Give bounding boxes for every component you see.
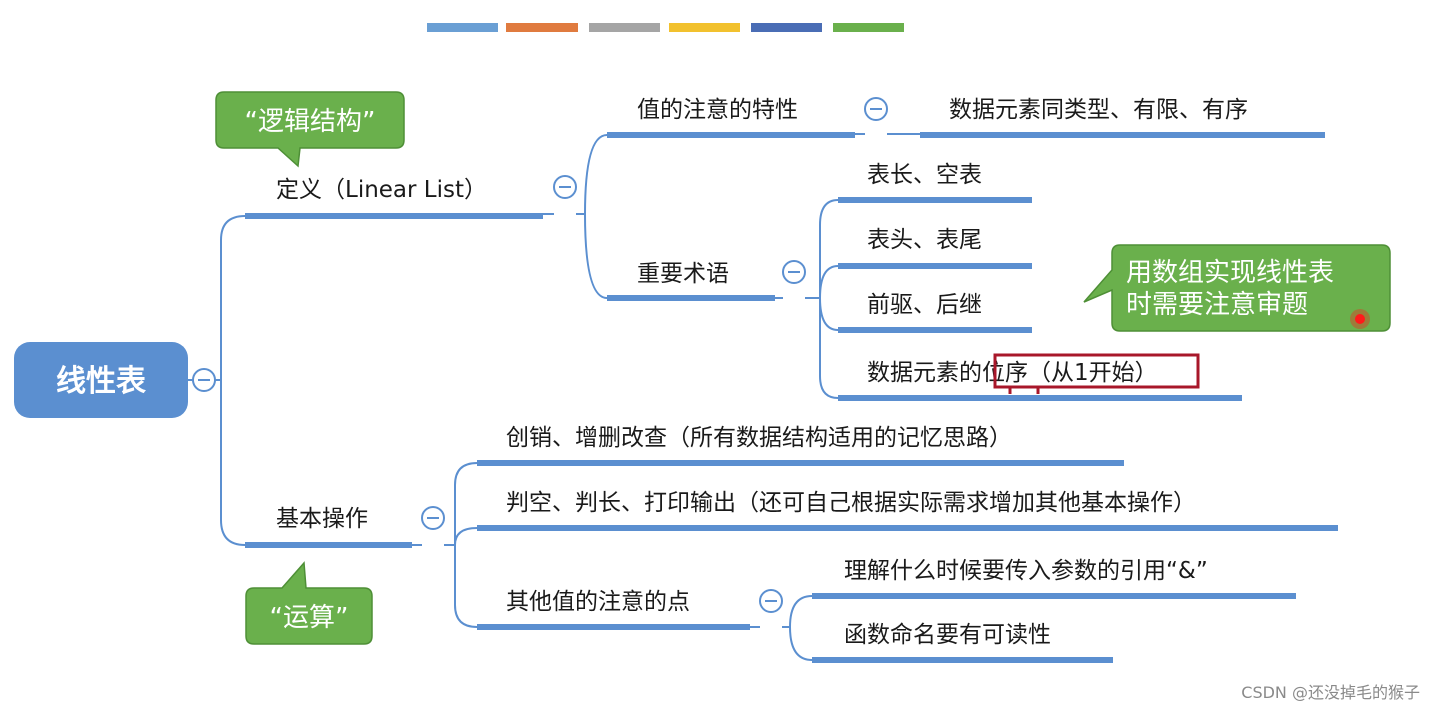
laser-pointer-dot <box>1350 309 1370 329</box>
node-note-ref[interactable]: 理解什么时候要传入参数的引用“&” <box>812 558 1296 599</box>
collapse-notes-button[interactable] <box>759 589 783 613</box>
node-term-length-label: 表长、空表 <box>867 162 982 188</box>
node-op-crud[interactable]: 创销、增删改查（所有数据结构适用的记忆思路） <box>477 425 1124 466</box>
node-note-naming[interactable]: 函数命名要有可读性 <box>812 622 1113 663</box>
node-properties[interactable]: 值的注意的特性 <box>607 97 855 138</box>
collapse-operations-button[interactable] <box>421 506 445 530</box>
node-term-pred[interactable]: 前驱、后继 <box>838 292 1032 333</box>
node-term-pred-label: 前驱、后继 <box>867 292 982 318</box>
node-op-misc-label: 判空、判长、打印输出（还可自己根据实际需求增加其他基本操作） <box>506 490 1196 516</box>
callout-operation[interactable]: “运算” <box>245 561 373 645</box>
node-term-length[interactable]: 表长、空表 <box>838 162 1032 203</box>
watermark-text: CSDN @还没掉毛的猴子 <box>1241 683 1420 702</box>
collapse-properties-button[interactable] <box>864 97 888 121</box>
palette-swatch-yellow[interactable] <box>669 23 740 32</box>
annotation-highlight-box <box>993 353 1200 389</box>
node-properties-label: 值的注意的特性 <box>637 97 798 123</box>
callout-logic-bubble <box>215 91 405 168</box>
callout-logic-label: “逻辑结构” <box>245 107 376 137</box>
annotation-ink-mark <box>1008 388 1040 394</box>
node-definition-label: 定义（Linear List） <box>276 177 487 203</box>
callout-operation-bubble <box>245 561 373 645</box>
palette-swatch-green[interactable] <box>833 23 904 32</box>
node-properties-detail-label: 数据元素同类型、有限、有序 <box>949 97 1248 123</box>
node-properties-detail[interactable]: 数据元素同类型、有限、有序 <box>920 97 1325 138</box>
node-operations-label: 基本操作 <box>276 506 368 532</box>
node-definition[interactable]: 定义（Linear List） <box>245 177 543 219</box>
collapse-definition-button[interactable] <box>553 175 577 199</box>
root-node-label: 线性表 <box>56 364 146 399</box>
node-term-order-highlight: 位序（从1开始） <box>982 360 1158 386</box>
node-term-order[interactable]: 数据元素的位序（从1开始） <box>838 353 1242 401</box>
node-op-notes-label: 其他值的注意的点 <box>506 589 690 615</box>
node-terms-label: 重要术语 <box>637 261 729 287</box>
laser-pointer-core <box>1355 314 1365 324</box>
node-note-ref-label: 理解什么时候要传入参数的引用“&” <box>844 558 1208 584</box>
node-operations[interactable]: 基本操作 <box>245 506 412 548</box>
node-terms[interactable]: 重要术语 <box>607 261 775 301</box>
collapse-root-button[interactable] <box>192 368 216 392</box>
palette-swatch-orange[interactable] <box>506 23 578 32</box>
root-node-box <box>14 342 188 418</box>
callout-array-note[interactable]: 用数组实现线性表 时需要注意审题 <box>1083 244 1391 332</box>
callout-logic[interactable]: “逻辑结构” <box>215 91 405 168</box>
palette-swatch-gray[interactable] <box>589 23 660 32</box>
connector-operations <box>412 462 478 628</box>
node-op-misc[interactable]: 判空、判长、打印输出（还可自己根据实际需求增加其他基本操作） <box>477 490 1338 531</box>
palette-swatch-blue[interactable] <box>427 23 498 32</box>
connector-definition <box>543 134 608 299</box>
callout-array-note-text: 用数组实现线性表 时需要注意审题 <box>1126 258 1342 320</box>
callout-array-note-line2: 时需要注意审题 <box>1126 290 1308 320</box>
callout-array-note-line1: 用数组实现线性表 <box>1126 258 1334 288</box>
node-term-order-label: 数据元素的位序（从1开始） <box>867 360 1158 386</box>
connector-notes <box>750 595 813 661</box>
callout-operation-label: “运算” <box>270 603 349 633</box>
callout-array-note-bubble <box>1083 244 1391 332</box>
root-node[interactable]: 线性表 <box>14 342 188 418</box>
collapse-terms-button[interactable] <box>782 260 806 284</box>
node-note-naming-label: 函数命名要有可读性 <box>844 622 1051 648</box>
connector-terms <box>775 199 839 399</box>
node-term-head[interactable]: 表头、表尾 <box>838 227 1032 269</box>
node-term-order-prefix: 数据元素的 <box>867 360 982 386</box>
color-palette <box>427 23 904 32</box>
palette-swatch-darkblue[interactable] <box>751 23 822 32</box>
node-term-head-label: 表头、表尾 <box>867 227 982 253</box>
node-op-crud-label: 创销、增删改查（所有数据结构适用的记忆思路） <box>506 425 1012 451</box>
node-op-notes[interactable]: 其他值的注意的点 <box>477 589 750 630</box>
